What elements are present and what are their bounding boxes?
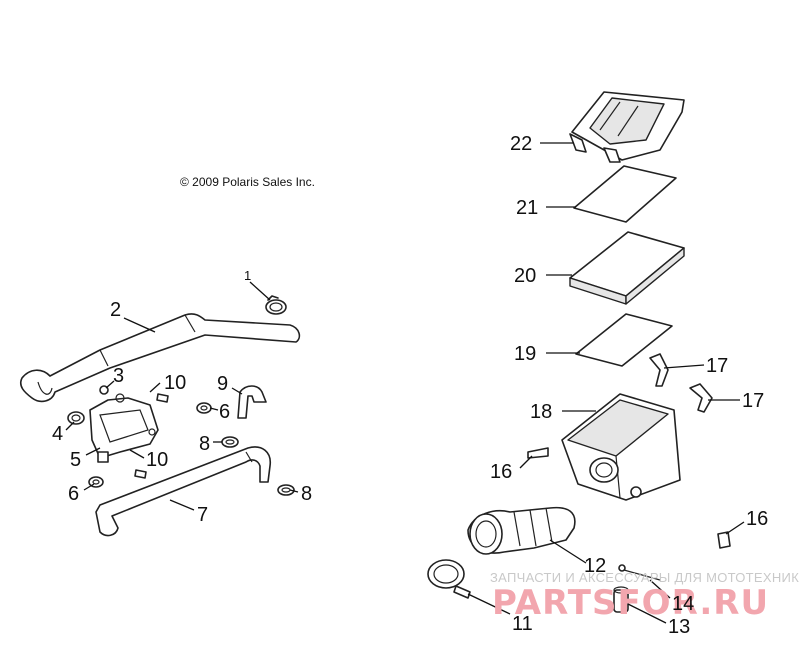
callout-1: 1 — [244, 268, 251, 283]
part-17-clip-lower[interactable] — [689, 383, 713, 413]
part-1-hose-clamp[interactable] — [265, 295, 287, 315]
part-18-airbox-base[interactable] — [561, 393, 681, 501]
part-22-airbox-cover[interactable] — [569, 91, 685, 163]
part-21-filter-screen[interactable] — [573, 165, 677, 223]
part-12-intake-boot[interactable] — [467, 506, 576, 555]
part-7-lower-hose[interactable] — [95, 446, 272, 537]
callout-12: 12 — [584, 555, 606, 577]
watermark-logo: PARTSFOR.RU — [492, 583, 769, 623]
part-2-breather-hose[interactable] — [19, 313, 301, 403]
part-10-screw-lower[interactable] — [134, 469, 147, 479]
callout-18: 18 — [530, 401, 552, 423]
part-14-drain-tube[interactable] — [618, 564, 661, 581]
part-16-screw-right[interactable] — [717, 531, 731, 549]
copyright-text: © 2009 Polaris Sales Inc. — [180, 175, 315, 189]
leader-lines — [65, 142, 745, 624]
callout-7: 7 — [197, 504, 208, 526]
callout-9: 9 — [217, 373, 228, 395]
callout-8-upper: 8 — [199, 433, 210, 455]
callout-5: 5 — [70, 449, 81, 471]
callout-2: 2 — [110, 299, 121, 321]
part-16-screw-left[interactable] — [527, 447, 549, 459]
callout-16-right: 16 — [746, 508, 768, 530]
part-6-clamp-right[interactable] — [196, 402, 212, 414]
callout-14: 14 — [672, 593, 694, 615]
callout-22: 22 — [510, 133, 532, 155]
part-8-clamp-upper[interactable] — [221, 436, 239, 448]
part-8-clamp-lower[interactable] — [277, 484, 295, 496]
callout-3: 3 — [113, 365, 124, 387]
callout-10-upper: 10 — [164, 372, 186, 394]
callout-6-left: 6 — [68, 483, 79, 505]
callout-11: 11 — [512, 613, 533, 635]
part-10-screw-upper[interactable] — [156, 393, 169, 403]
part-13-drain-valve[interactable] — [613, 586, 629, 613]
part-11-boot-clamp[interactable] — [427, 559, 471, 599]
callout-4: 4 — [52, 423, 63, 445]
part-9-elbow-hose[interactable] — [237, 385, 267, 419]
part-4-clamp[interactable] — [67, 411, 85, 425]
callout-17-lower: 17 — [742, 390, 764, 412]
callout-13: 13 — [668, 616, 690, 638]
callout-21: 21 — [516, 197, 538, 219]
part-19-filter-gasket[interactable] — [575, 313, 673, 367]
callout-6-right: 6 — [219, 401, 230, 423]
part-17-clip-upper[interactable] — [649, 353, 669, 387]
part-20-air-filter[interactable] — [569, 231, 685, 305]
callout-19: 19 — [514, 343, 536, 365]
callout-10-lower: 10 — [146, 449, 168, 471]
callout-20: 20 — [514, 265, 536, 287]
callout-16-left: 16 — [490, 461, 512, 483]
watermark-tagline: ЗАПЧАСТИ И АКСЕССУАРЫ ДЛЯ МОТОТЕХНИКИ — [490, 570, 800, 585]
callout-17-upper: 17 — [706, 355, 728, 377]
part-5-separator-bracket[interactable] — [89, 393, 159, 463]
callout-8-lower: 8 — [301, 483, 312, 505]
